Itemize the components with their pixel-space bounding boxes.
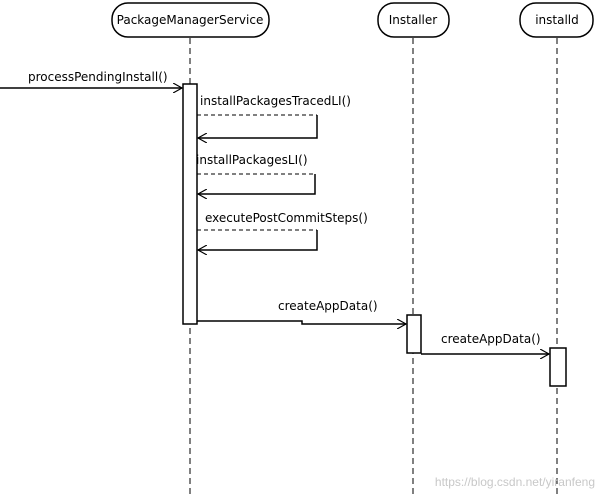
activation-installer: [406, 314, 422, 354]
activation-installd: [549, 347, 567, 387]
activation-pms: [182, 83, 198, 325]
message-execute-post-commit-label: executePostCommitSteps(): [205, 211, 368, 225]
participant-installd-label: installd: [535, 13, 579, 27]
message-process-pending-install-label: processPendingInstall(): [28, 70, 168, 84]
message-create-app-data-installer-label: createAppData(): [278, 299, 378, 313]
participant-installer: Installer: [377, 2, 450, 38]
participant-installd: installd: [519, 2, 594, 38]
message-install-packages-label: installPackagesLI(): [196, 153, 308, 167]
self-call-post-commit-return: [198, 230, 318, 250]
message-create-app-data-installd-label: createAppData(): [441, 332, 541, 346]
participant-pms-label: PackageManagerService: [117, 13, 264, 27]
self-call-traced-return: [198, 115, 318, 138]
self-call-install-return: [198, 174, 316, 194]
message-create-app-data-installer: [197, 321, 406, 324]
message-install-packages-traced-label: installPackagesTracedLI(): [200, 94, 351, 108]
watermark: https://blog.csdn.net/yiranfeng: [435, 475, 595, 489]
participant-installer-label: Installer: [389, 13, 438, 27]
participant-pms: PackageManagerService: [111, 2, 270, 38]
